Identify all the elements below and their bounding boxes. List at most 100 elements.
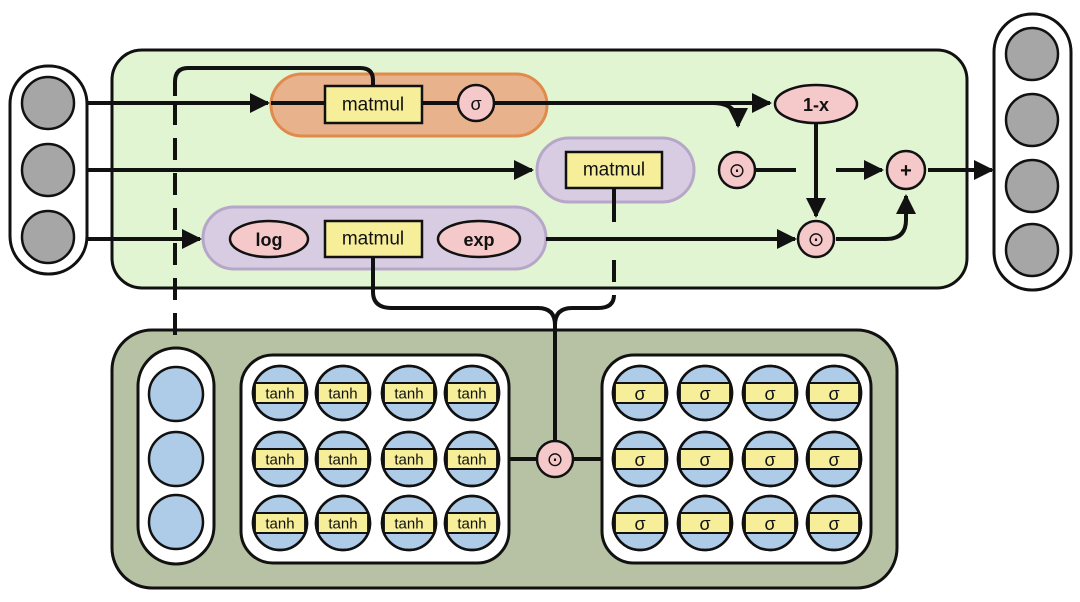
tanh-band — [382, 448, 436, 470]
tanh-label: tanh — [328, 386, 357, 403]
sigma-neuron: σ — [741, 494, 799, 552]
input-neuron — [20, 142, 76, 198]
hadamard-top-label: ⊙ — [729, 160, 746, 182]
sigma-band — [678, 382, 732, 404]
sigma-label: σ — [699, 514, 710, 534]
sigma-band — [807, 448, 861, 470]
input-neuron — [20, 75, 76, 131]
sigma-neuron: σ — [611, 364, 669, 422]
plus-node — [885, 149, 927, 191]
sigma-label: σ — [634, 514, 645, 534]
exp-node — [436, 219, 522, 259]
tanh-neuron: tanh — [251, 364, 309, 422]
sigma-label: σ — [764, 514, 775, 534]
tanh-band — [445, 448, 499, 470]
sigma-neuron: σ — [676, 430, 734, 488]
sigma-grid — [600, 353, 873, 565]
tanh-label: tanh — [394, 452, 423, 469]
tanh-label: tanh — [328, 452, 357, 469]
matmul-top-box — [323, 84, 424, 125]
sigma-neuron: σ — [741, 430, 799, 488]
sigma-label: σ — [828, 384, 839, 404]
tanh-neuron: tanh — [314, 364, 372, 422]
tanh-neuron: tanh — [380, 364, 438, 422]
hadamard-right-label: ⊙ — [808, 229, 825, 251]
tanh-grid — [239, 353, 511, 565]
tanh-band — [382, 382, 436, 404]
sigma-neuron: σ — [676, 494, 734, 552]
matmul-bot-box — [323, 219, 424, 259]
hidden-neuron — [147, 365, 205, 423]
sigma-node-label: σ — [470, 94, 481, 114]
tanh-label: tanh — [394, 516, 423, 533]
tanh-band — [382, 512, 436, 534]
sigma-cells: σ σ σ σ σ σ σ σ σ σ σ σ — [611, 364, 863, 552]
sigma-band — [678, 512, 732, 534]
output-neuron — [1004, 92, 1060, 148]
tanh-label: tanh — [457, 516, 486, 533]
one-minus-x-node — [773, 83, 859, 125]
log-node — [228, 219, 310, 259]
sigma-band — [613, 382, 667, 404]
matmul-mid-label: matmul — [583, 160, 645, 181]
sigma-band — [807, 382, 861, 404]
tanh-neuron: tanh — [314, 430, 372, 488]
sigma-label: σ — [634, 384, 645, 404]
tanh-label: tanh — [265, 386, 294, 403]
tanh-neuron: tanh — [251, 494, 309, 552]
hidden-neuron — [147, 493, 205, 551]
output-layer — [992, 12, 1073, 292]
sigma-band — [743, 448, 797, 470]
tanh-neuron: tanh — [380, 430, 438, 488]
tanh-label: tanh — [265, 516, 294, 533]
sigma-label: σ — [764, 450, 775, 470]
hadamard-node-bottom — [535, 439, 575, 479]
output-neuron — [1004, 158, 1060, 214]
sigma-node — [456, 83, 496, 123]
sigma-neuron: σ — [805, 494, 863, 552]
tanh-band — [445, 382, 499, 404]
tanh-label: tanh — [328, 516, 357, 533]
tanh-band — [316, 382, 370, 404]
sigma-label: σ — [699, 384, 710, 404]
sigma-band — [743, 382, 797, 404]
sigma-band — [807, 512, 861, 534]
sigma-neuron: σ — [611, 430, 669, 488]
matmul-top-label: matmul — [342, 95, 404, 116]
hadamard-node-right — [796, 219, 836, 259]
sigma-neuron: σ — [805, 430, 863, 488]
output-neuron — [1004, 26, 1060, 82]
sigma-label: σ — [699, 450, 710, 470]
sigma-label: σ — [828, 450, 839, 470]
sigma-band — [613, 512, 667, 534]
tanh-neuron: tanh — [380, 494, 438, 552]
tanh-band — [253, 448, 307, 470]
matmul-bot-label: matmul — [342, 229, 404, 250]
sigma-neuron: σ — [741, 364, 799, 422]
tanh-neuron: tanh — [443, 364, 501, 422]
tanh-band — [316, 512, 370, 534]
tanh-band — [253, 512, 307, 534]
tanh-label: tanh — [457, 452, 486, 469]
tanh-band — [316, 448, 370, 470]
matmul-mid-box — [564, 150, 664, 190]
sigma-label: σ — [634, 450, 645, 470]
sigma-neuron: σ — [676, 364, 734, 422]
output-neuron — [1004, 222, 1060, 278]
tanh-neuron: tanh — [314, 494, 372, 552]
sigma-label: σ — [764, 384, 775, 404]
wires — [88, 66, 994, 461]
tanh-neuron: tanh — [443, 430, 501, 488]
tanh-neuron: tanh — [251, 430, 309, 488]
sigma-neuron: σ — [611, 494, 669, 552]
plus-label: + — [900, 160, 912, 182]
hadamard-node-top — [717, 150, 757, 190]
log-label: log — [256, 230, 283, 250]
hidden-neuron — [147, 430, 205, 488]
sigma-band — [613, 448, 667, 470]
input-neuron — [20, 209, 76, 265]
sigma-band — [678, 448, 732, 470]
